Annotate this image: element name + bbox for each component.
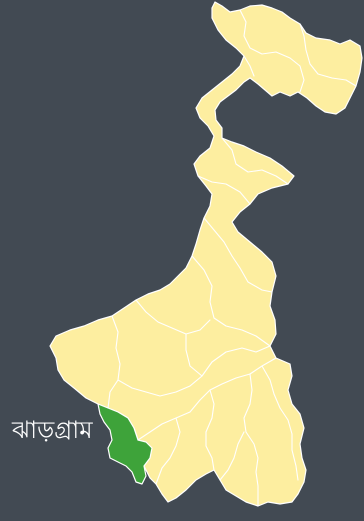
district-boundary [155, 417, 181, 485]
district-boundary [185, 333, 203, 377]
district-boundary [243, 373, 259, 507]
district-boundary [197, 175, 251, 205]
district-boundary [219, 431, 245, 481]
district-boundary [299, 23, 357, 87]
district-boundary [107, 315, 121, 409]
district-boundary [135, 299, 211, 335]
district-boundary [239, 9, 305, 93]
state-outline [49, 1, 363, 507]
district-boundary [137, 357, 277, 441]
district-boundary [117, 345, 271, 397]
district-boundaries [107, 9, 357, 507]
district-boundary [261, 365, 299, 481]
highlighted-district-label: ঝাড়গ্রাম [12, 416, 93, 444]
district-boundary [205, 389, 215, 471]
district-boundary [243, 55, 255, 77]
district-boundary [191, 255, 271, 347]
district-boundary [203, 217, 273, 293]
highlighted-district-shape[interactable] [97, 403, 153, 485]
district-boundary [221, 137, 289, 185]
